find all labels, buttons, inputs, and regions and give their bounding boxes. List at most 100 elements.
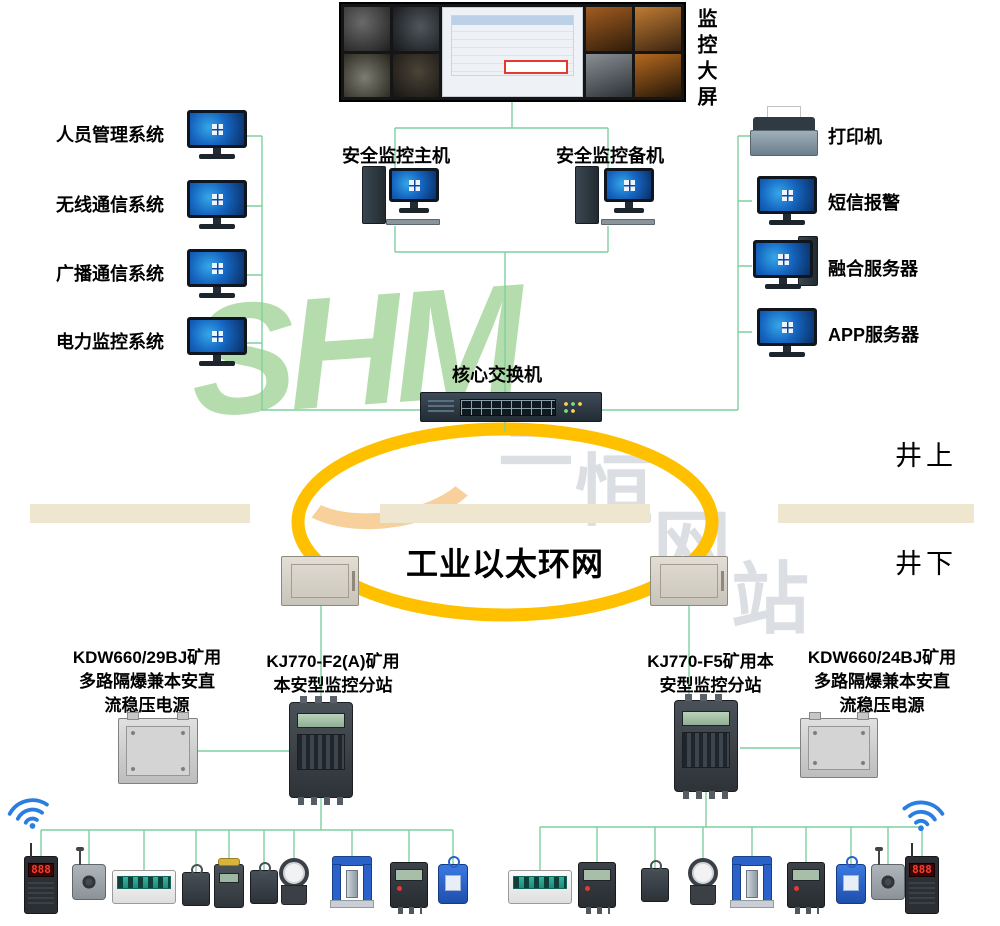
multichannel-instrument — [508, 870, 572, 904]
psu-right — [800, 712, 878, 778]
printer — [750, 106, 818, 156]
wire-right-bus — [600, 135, 752, 411]
alert-highlight-box — [504, 60, 568, 74]
monitor-personnel-system — [184, 110, 250, 159]
sensor-cap — [218, 858, 240, 866]
instrument-display-band — [117, 876, 171, 889]
windows-logo-icon — [781, 189, 793, 201]
monitor-screen — [753, 240, 813, 278]
label-printer: 打印机 — [828, 127, 882, 147]
mini-sensor — [250, 862, 278, 904]
monitor-screen — [187, 180, 247, 218]
windows-logo-icon — [408, 179, 420, 191]
psu-front-panel — [126, 726, 190, 776]
monitor-base — [614, 208, 644, 213]
windows-logo-icon — [211, 330, 223, 342]
mounting-tab — [809, 712, 821, 720]
wire-ring-links — [198, 422, 801, 752]
junction-box-latch — [721, 571, 724, 591]
display-sensor — [787, 862, 825, 914]
wire-right-distribution — [539, 792, 923, 870]
monitor-base — [769, 352, 805, 357]
monitor-stand — [213, 287, 221, 293]
monitor-stand — [783, 346, 791, 352]
monitor-stand — [213, 355, 221, 361]
gauge-dial — [688, 858, 718, 888]
label-app-server: APP服务器 — [828, 325, 920, 345]
clamp-top — [732, 856, 772, 866]
mini-sensor — [182, 864, 210, 906]
antenna-sensor — [871, 847, 905, 900]
junction-box-latch — [352, 571, 355, 591]
status-led — [794, 886, 799, 891]
clamp-column — [332, 864, 341, 901]
substation-display — [682, 711, 730, 726]
ground-strip-left — [30, 504, 250, 523]
monitor-screen — [604, 168, 654, 202]
printer-lid — [753, 117, 815, 130]
clamp-piston — [346, 870, 358, 898]
gauge-sensor — [276, 858, 312, 908]
backup-host-keyboard — [601, 219, 655, 225]
windows-logo-icon — [211, 262, 223, 274]
substation-right — [674, 694, 738, 799]
label-ethernet-ring: 工业以太环网 — [405, 546, 604, 582]
windows-logo-icon — [777, 253, 789, 265]
clamp-column — [363, 864, 372, 901]
vent-grille — [909, 882, 935, 904]
backup-host-monitor — [601, 168, 657, 213]
junction-box-left — [281, 556, 359, 606]
terminal-strip — [682, 732, 730, 768]
terminal-strip — [297, 734, 345, 770]
gauge-body — [281, 885, 307, 905]
monitor-screen — [757, 176, 817, 214]
monitor-screen — [187, 110, 247, 148]
capped-sensor — [214, 858, 244, 908]
vent-grille — [28, 882, 54, 904]
monitor-stand — [625, 202, 633, 208]
cable-glands-bottom — [298, 797, 346, 805]
windows-logo-icon — [211, 193, 223, 205]
substation-display — [297, 713, 345, 728]
ground-strip-middle — [380, 504, 650, 523]
monitor-screen — [389, 168, 439, 202]
monitor-base — [199, 154, 235, 159]
cable-glands-bottom — [683, 791, 731, 799]
monitor-base — [765, 284, 801, 289]
monitor-base — [399, 208, 429, 213]
label-psu-left: KDW660/29BJ矿用 多路隔爆兼本安直 流稳压电源 — [72, 648, 222, 715]
led-readout: 888 — [28, 863, 54, 877]
label-substation-left: KJ770-F2(A)矿用 本安型监控分站 — [266, 652, 400, 695]
antenna-sensor — [72, 847, 106, 900]
pressure-clamp-sensor — [730, 856, 774, 908]
label-substation-right: KJ770-F5矿用本 安型监控分站 — [647, 652, 774, 695]
sensor-screen — [792, 869, 820, 881]
monitor-power-system — [184, 317, 250, 366]
led-display-sensor: 888 — [905, 843, 939, 914]
switch-led-indicators — [562, 400, 584, 414]
ground-strip-right — [778, 504, 974, 523]
clamp-piston — [746, 870, 758, 898]
core-switch — [420, 392, 602, 422]
clamp-column — [732, 864, 741, 901]
pressure-clamp-sensor — [330, 856, 374, 908]
junction-box-door — [660, 564, 718, 598]
mounting-tab — [177, 712, 189, 720]
clamp-base — [730, 900, 774, 908]
monitor-wireless-system — [184, 180, 250, 229]
monitor-stand — [783, 214, 791, 220]
clamp-base — [330, 900, 374, 908]
monitor-base — [199, 361, 235, 366]
monitor-stand — [410, 202, 418, 208]
status-led — [585, 886, 590, 891]
sensor-screen — [395, 869, 423, 881]
watermark-char: 站 — [731, 555, 810, 643]
sensor-label-plate — [843, 875, 859, 891]
windows-logo-icon — [781, 321, 793, 333]
wire-bigscreen-hosts — [394, 102, 609, 392]
display-sensor — [578, 862, 616, 914]
wifi-icon — [898, 793, 949, 835]
monitor-base — [199, 293, 235, 298]
